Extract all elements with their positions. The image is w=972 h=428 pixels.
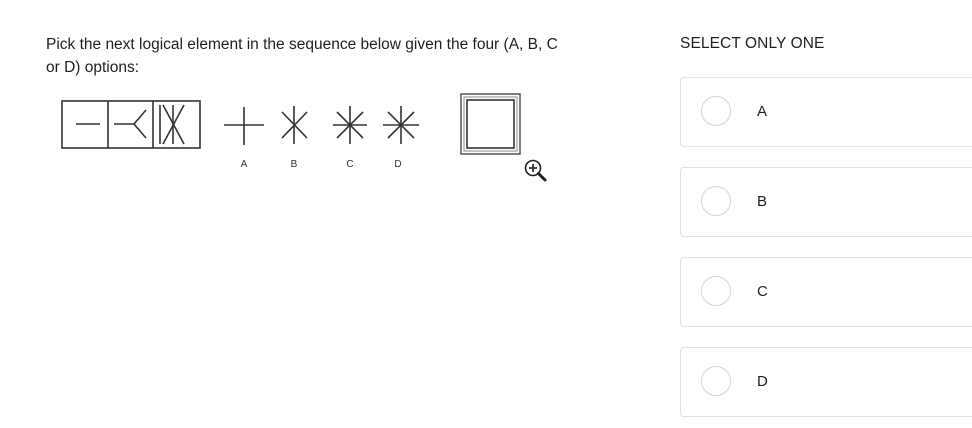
radio-d[interactable]	[701, 366, 731, 396]
sequence-boxes	[61, 100, 201, 149]
option-a[interactable]: A	[680, 77, 972, 147]
answer-box	[460, 93, 521, 155]
option-b-label: B	[757, 193, 768, 210]
question-text: Pick the next logical element in the seq…	[46, 36, 558, 76]
option-c-label: C	[757, 283, 768, 300]
radio-c[interactable]	[701, 276, 731, 306]
option-a-figure	[224, 107, 264, 145]
option-b-figure	[281, 106, 308, 144]
option-c-figure	[333, 106, 367, 144]
select-instruction: SELECT ONLY ONE	[680, 35, 825, 52]
figure-letter-b: B	[291, 159, 298, 170]
option-b[interactable]: B	[680, 167, 972, 237]
option-d[interactable]: D	[680, 347, 972, 417]
option-d-figure	[383, 106, 419, 144]
figure-letter-c: C	[346, 159, 353, 170]
option-d-label: D	[757, 373, 768, 390]
radio-a[interactable]	[701, 96, 731, 126]
figure-letter-a: A	[241, 159, 248, 170]
figure-letter-d: D	[394, 159, 401, 170]
option-a-label: A	[757, 103, 768, 120]
sequence-figure: A B C D	[61, 93, 521, 170]
radio-b[interactable]	[701, 186, 731, 216]
option-c[interactable]: C	[680, 257, 972, 327]
zoom-in-icon[interactable]	[522, 157, 552, 185]
